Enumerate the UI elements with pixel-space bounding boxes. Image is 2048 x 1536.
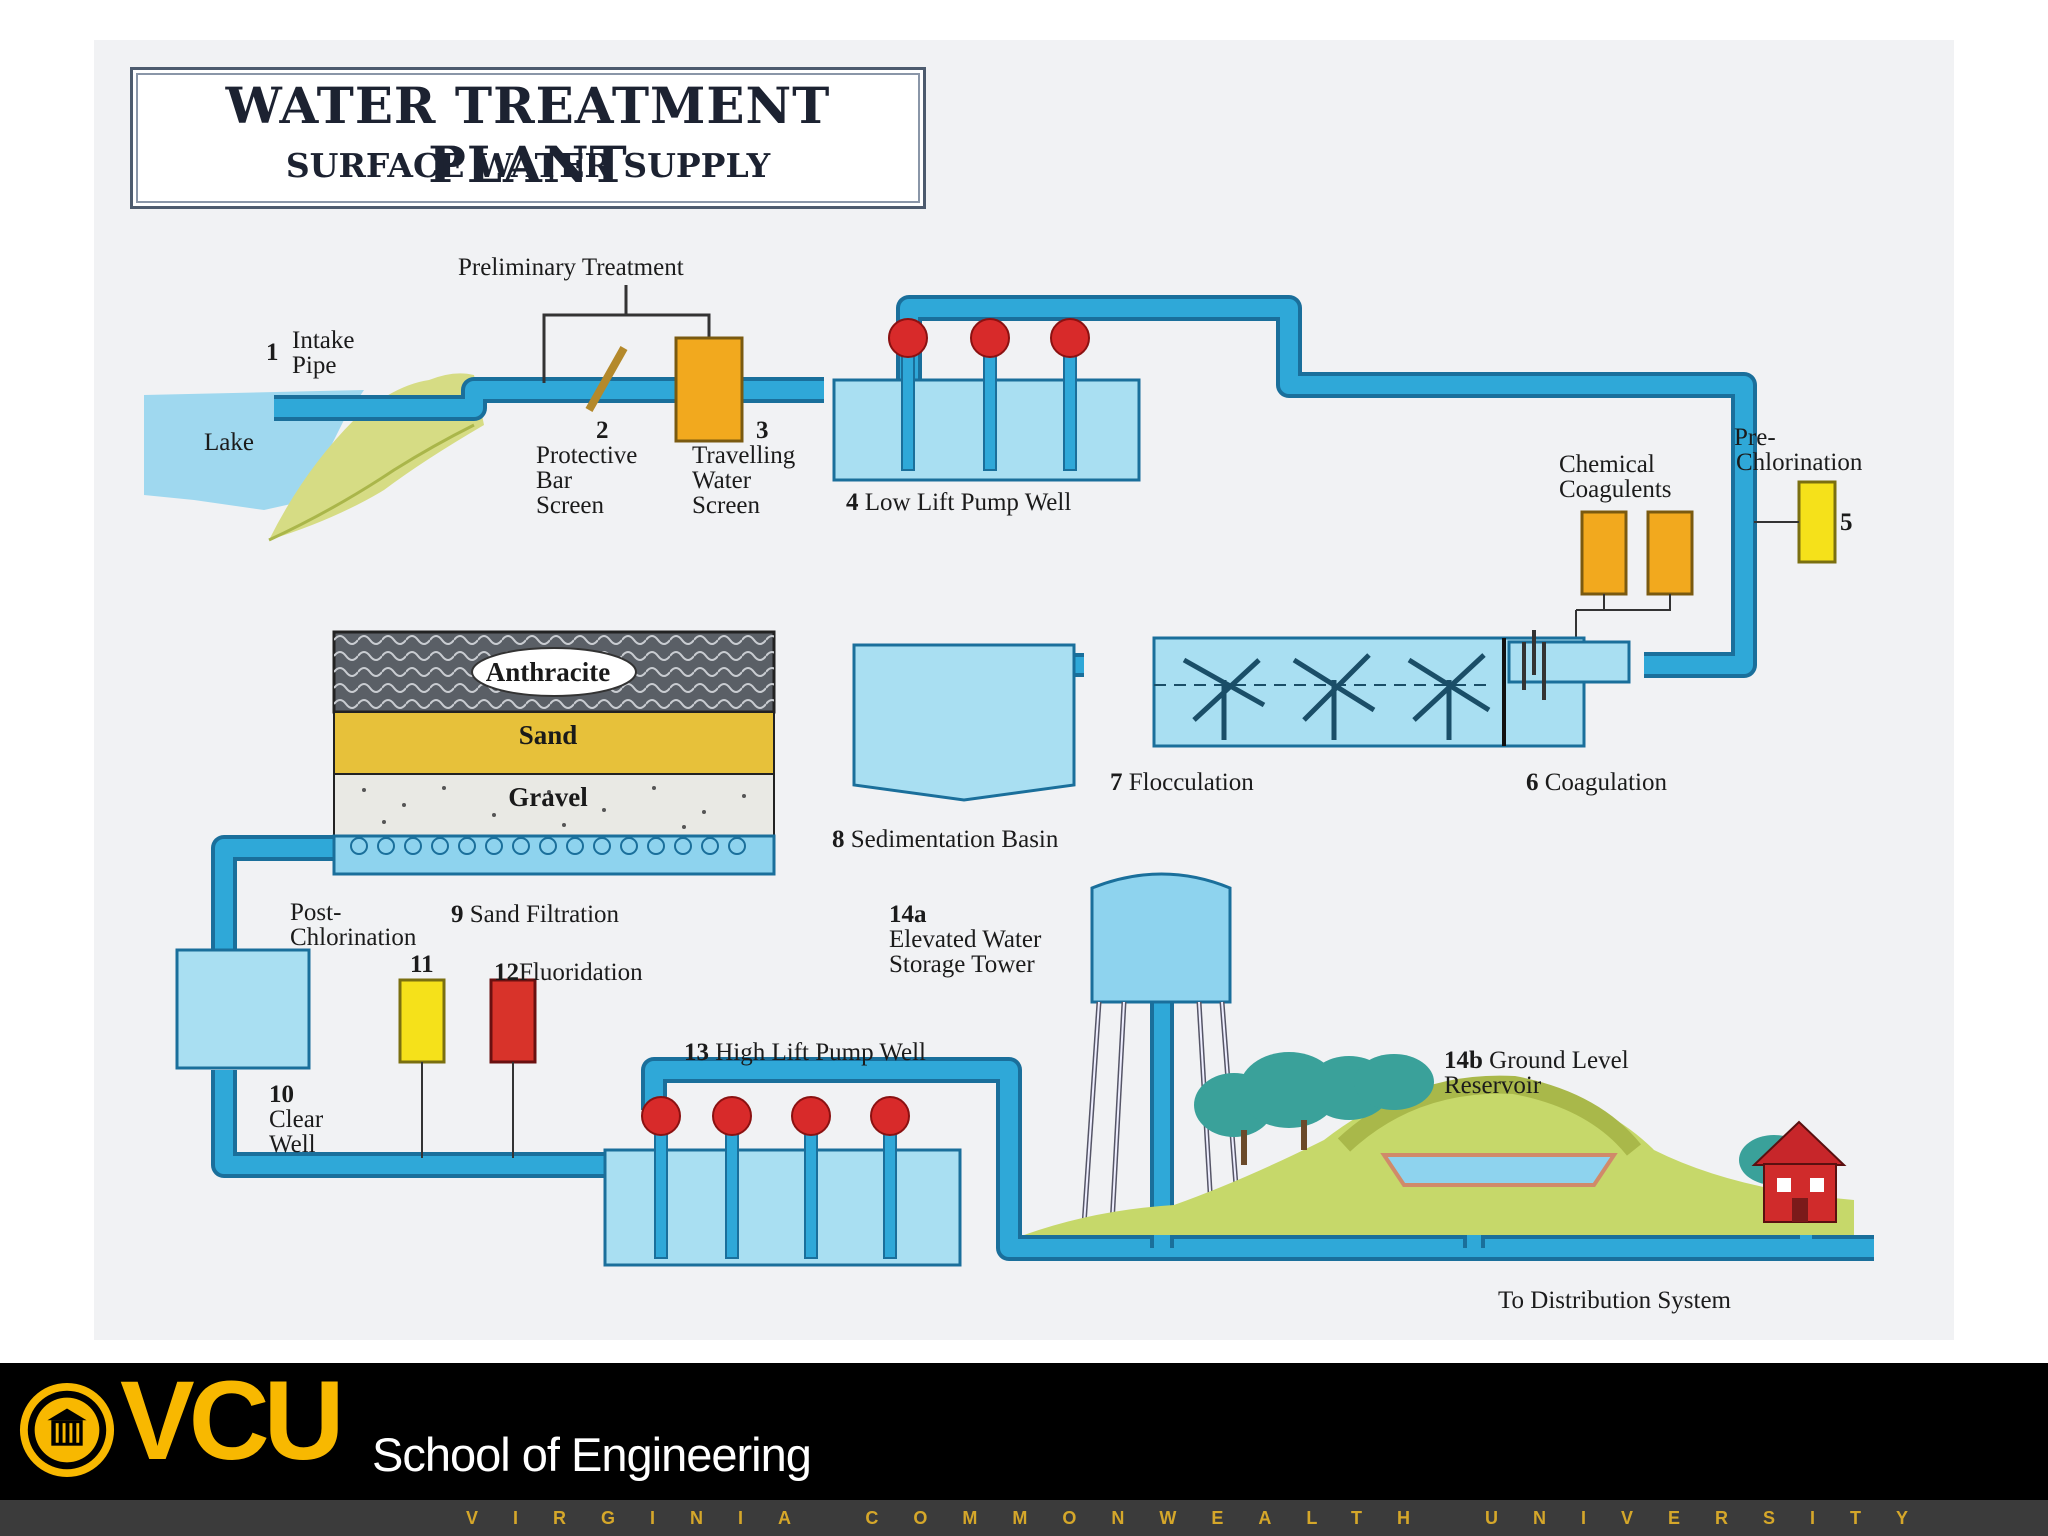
label-lake: Lake [204,429,254,456]
label-post-chlorination-line1: Post- [290,899,342,926]
label-bar-screen-line3: Screen [536,492,605,519]
label-preliminary-treatment: Preliminary Treatment [458,254,684,281]
label-anthracite: Anthracite [485,657,611,687]
landscape [1024,1052,1854,1235]
bar-screen [585,346,628,412]
clear-well [175,948,311,1070]
diagram-title-box: WATER TREATMENT PLANT SURFACE WATER SUPP… [130,67,926,209]
sedimentation-basin [852,643,1076,802]
label-low-lift-text: Low Lift Pump Well [864,489,1072,516]
label-water-screen-line1: Travelling [692,442,796,469]
pre-chlorination-tank [1754,480,1837,564]
university-seal-icon [19,1382,115,1478]
label-bar-screen-line2: Bar [536,467,573,494]
label-coagulation: 6 Coagulation [1526,769,1667,796]
vcu-logo: VCU [120,1358,344,1483]
label-clear-well-num: 10 [269,1081,294,1108]
label-clear-well-line1: Clear [269,1106,324,1133]
label-tower-line1: Elevated Water [889,926,1042,953]
travelling-water-screen [674,336,744,443]
footer-bar [0,1363,2048,1500]
label-bar-screen-num: 2 [596,417,609,444]
preliminary-bracket [542,285,711,383]
label-tower-num: 14a [889,901,927,928]
label-pre-chlorination-line1: Pre- [1734,424,1776,451]
label-sand: Sand [518,720,578,750]
label-reservoir: 14b Ground Level [1444,1047,1629,1074]
flocculation-basin [1152,630,1631,748]
label-reservoir-line1: Ground Level [1489,1047,1629,1074]
label-high-lift: 13 High Lift Pump Well [684,1039,926,1066]
label-intake-num: 1 [266,339,279,366]
diagram-panel: Preliminary Treatment 1 Intake Pipe Lake… [94,40,1954,1340]
fluoridation-tank [489,978,537,1158]
label-bar-screen-line1: Protective [536,442,638,469]
label-water-screen-line3: Screen [692,492,761,519]
post-chlorination-tank [398,978,446,1158]
label-reservoir-line2: Reservoir [1444,1072,1542,1099]
diagram-title: WATER TREATMENT PLANT [225,76,831,194]
elevated-water-tower [1081,872,1242,1226]
label-fluoridation-text: Fluoridation [519,959,643,986]
water-treatment-diagram [144,285,1874,1267]
label-sand-filtration: 9 Sand Filtration [451,901,620,928]
label-low-lift: 4 Low Lift Pump Well [846,489,1072,516]
label-post-chlorination-line2: Chlorination [290,924,417,951]
sand-filter [332,630,776,876]
label-flocculation-text: Flocculation [1128,769,1254,796]
label-post-chlorination-num: 11 [410,951,434,978]
label-fluoridation: 12Fluoridation [494,959,643,986]
label-high-lift-text: High Lift Pump Well [715,1039,926,1066]
label-chemical-coagulents-line2: Coagulents [1559,476,1672,503]
school-name: School of Engineering [372,1428,812,1481]
label-sand-filtration-text: Sand Filtration [469,901,620,928]
label-coagulation-text: Coagulation [1544,769,1667,796]
label-flocculation: 7 Flocculation [1110,769,1254,796]
label-sedimentation: 8 Sedimentation Basin [832,826,1059,853]
label-clear-well-line2: Well [269,1131,316,1158]
label-intake-line1: Intake [292,327,355,354]
label-water-screen-num: 3 [756,417,769,444]
label-pre-chlorination-num: 5 [1840,509,1853,536]
label-gravel: Gravel [508,782,588,812]
label-intake-line2: Pipe [292,352,337,379]
university-name: VIRGINIA COMMONWEALTH UNIVERSITY [466,1508,1943,1528]
label-pre-chlorination-line2: Chlorination [1736,449,1863,476]
chemical-coagulent-tanks [1575,510,1694,640]
label-sedimentation-text: Sedimentation Basin [850,826,1059,853]
label-distribution: To Distribution System [1498,1287,1731,1314]
label-tower-line2: Storage Tower [889,951,1035,978]
label-chemical-coagulents-line1: Chemical [1559,451,1655,478]
low-lift-pump-well [832,318,1141,482]
high-lift-pump-well [603,1096,962,1267]
diagram-subtitle: SURFACE WATER SUPPLY [285,146,771,185]
footer-strip [0,1500,2048,1536]
label-water-screen-line2: Water [692,467,752,494]
